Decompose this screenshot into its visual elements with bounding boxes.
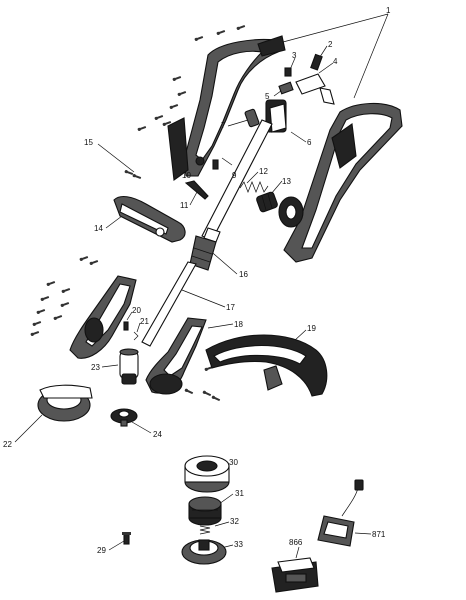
part-label-4: 4 <box>333 57 338 66</box>
upper-shaft <box>201 119 273 243</box>
part-label-2: 2 <box>328 40 333 49</box>
part-labels: 1 2 3 4 5 6 7 9 10 11 12 13 14 15 16 17 … <box>3 6 391 555</box>
part-label-1: 1 <box>386 6 391 15</box>
part-label-12: 12 <box>259 167 268 176</box>
spool-spring <box>199 525 211 535</box>
screw-icon <box>79 256 89 261</box>
spring <box>239 181 269 193</box>
part-label-13: 13 <box>282 177 291 186</box>
part-label-18: 18 <box>234 320 243 329</box>
motor-housing-half <box>145 317 207 395</box>
screw-icon <box>177 91 187 96</box>
cutter-disk <box>37 384 93 422</box>
screw-icon <box>162 121 172 126</box>
screw-icon <box>36 309 46 314</box>
screw-icon <box>32 321 42 326</box>
spool-cover <box>184 455 230 493</box>
lower-shaft <box>141 261 197 347</box>
part-label-19: 19 <box>307 324 316 333</box>
small-pins <box>123 321 139 341</box>
part-label-10: 10 <box>182 171 191 180</box>
screw-icon <box>194 36 204 41</box>
part-label-866: 866 <box>289 538 303 547</box>
part-label-33: 33 <box>234 540 243 549</box>
part-label-871: 871 <box>372 530 386 539</box>
part-label-15: 15 <box>84 138 93 147</box>
part-label-17: 17 <box>226 303 235 312</box>
left-housing-shell <box>69 275 137 359</box>
auxiliary-handle <box>113 195 186 243</box>
bolt-knob-and-wrench <box>184 156 219 200</box>
locking-knob <box>256 191 278 213</box>
screw-icon <box>53 315 63 320</box>
screw-icon <box>137 126 147 131</box>
screw-icon <box>184 388 194 395</box>
screw-icon <box>202 390 212 397</box>
charger <box>317 479 364 547</box>
screw-icon <box>154 115 164 120</box>
battery-handle-housing <box>278 102 403 263</box>
shaft-collar <box>189 235 217 271</box>
part-label-23: 23 <box>91 363 100 372</box>
part-label-32: 32 <box>230 517 239 526</box>
screw-icon <box>61 288 71 293</box>
part-label-6: 6 <box>307 138 312 147</box>
screw-icon <box>40 296 50 301</box>
screw-icon <box>236 25 246 30</box>
screw-icon <box>216 30 226 35</box>
part-label-14: 14 <box>94 224 103 233</box>
part-label-11: 11 <box>180 201 189 210</box>
part-label-9: 9 <box>232 171 237 180</box>
part-label-20: 20 <box>132 306 141 315</box>
part-label-29: 29 <box>97 546 106 555</box>
part-label-30: 30 <box>229 458 238 467</box>
screw-icon <box>124 170 134 175</box>
part-label-16: 16 <box>239 270 248 279</box>
screw-icon <box>46 281 56 286</box>
leader-lines <box>14 13 389 559</box>
part-label-22: 22 <box>3 440 12 449</box>
part-label-31: 31 <box>235 489 244 498</box>
screw-icon <box>169 104 179 109</box>
part-label-21: 21 <box>140 317 149 326</box>
screw-icon <box>89 260 99 265</box>
part-label-24: 24 <box>153 430 162 439</box>
part-label-5: 5 <box>265 92 270 101</box>
part-label-7: 7 <box>221 121 226 130</box>
safety-guard <box>205 334 328 397</box>
screw-icon <box>132 174 142 179</box>
line-spool <box>188 496 222 526</box>
spool-washer <box>110 408 138 427</box>
part-label-3: 3 <box>292 51 297 60</box>
screw-29-icon <box>122 532 131 545</box>
battery-pack <box>271 557 319 593</box>
spool-base <box>181 539 227 565</box>
rear-handle-housing <box>167 35 286 181</box>
screw-icon <box>172 76 182 81</box>
screw-icon <box>211 395 221 402</box>
switch-components <box>244 53 335 133</box>
motor <box>119 348 139 385</box>
screw-icon <box>60 302 70 307</box>
screw-icon <box>30 331 40 336</box>
